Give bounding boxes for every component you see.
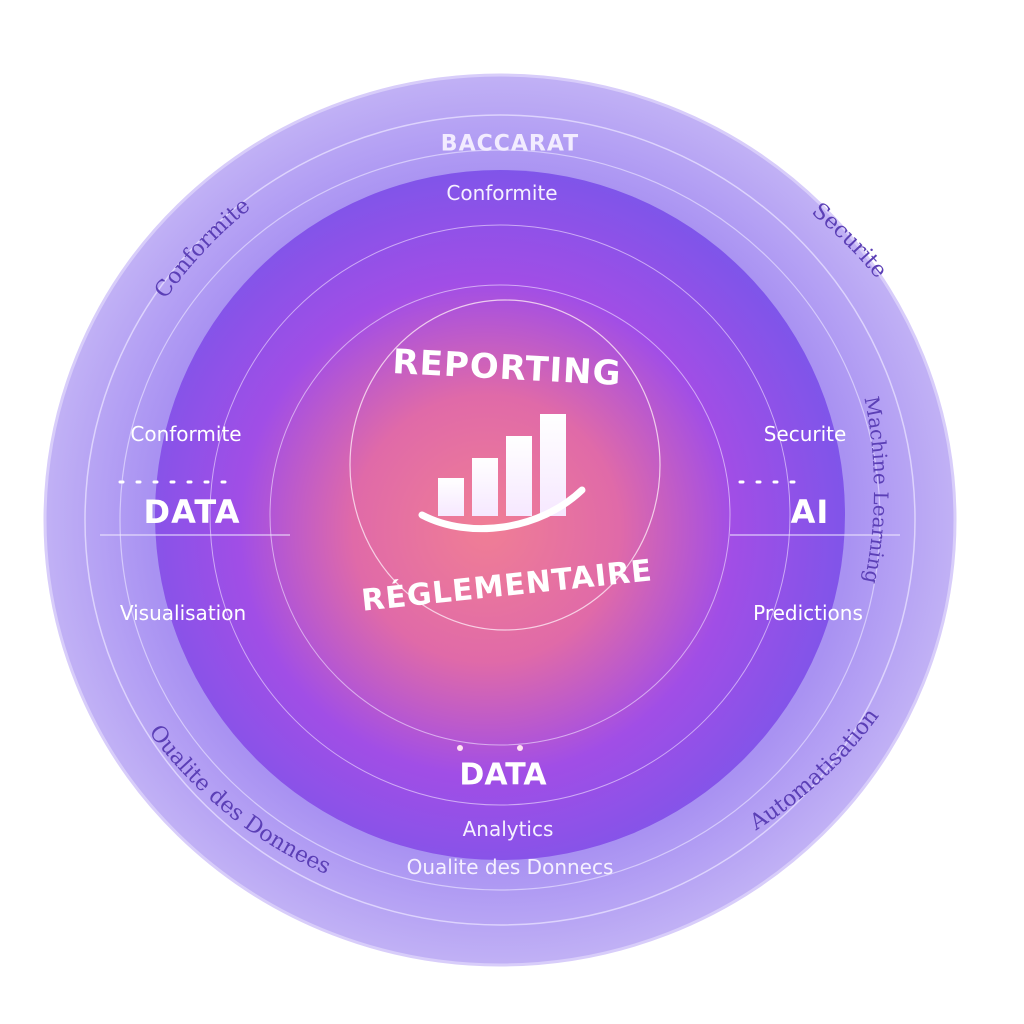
sparkle-dot [517, 745, 523, 751]
top-title: BACCARAT [440, 131, 580, 157]
right-node-title: AI [790, 493, 830, 531]
outer-ring-border [43, 73, 957, 967]
main-disc [155, 170, 845, 860]
left-node-title: DATA [143, 493, 241, 531]
right-upper-label: Securite [763, 422, 847, 446]
bottom-sub-label-2: Oualite des Donnecs [406, 855, 614, 879]
top-subtitle: Conformite [446, 181, 558, 205]
bottom-node-title: DATA [459, 757, 547, 793]
ring-4 [209, 224, 791, 806]
left-lower-label: Visualisation [119, 601, 247, 625]
ring-inner [349, 299, 661, 631]
ring-3 [119, 149, 881, 891]
ring-5 [269, 284, 731, 746]
ring-2 [84, 114, 916, 926]
bottom-sub-label-1: Analytics [462, 817, 554, 841]
bar-chart-icon [418, 414, 586, 533]
right-lower-label: Predictions [753, 601, 863, 625]
sparkle-dot [457, 745, 463, 751]
left-upper-label: Conformite [130, 422, 242, 446]
